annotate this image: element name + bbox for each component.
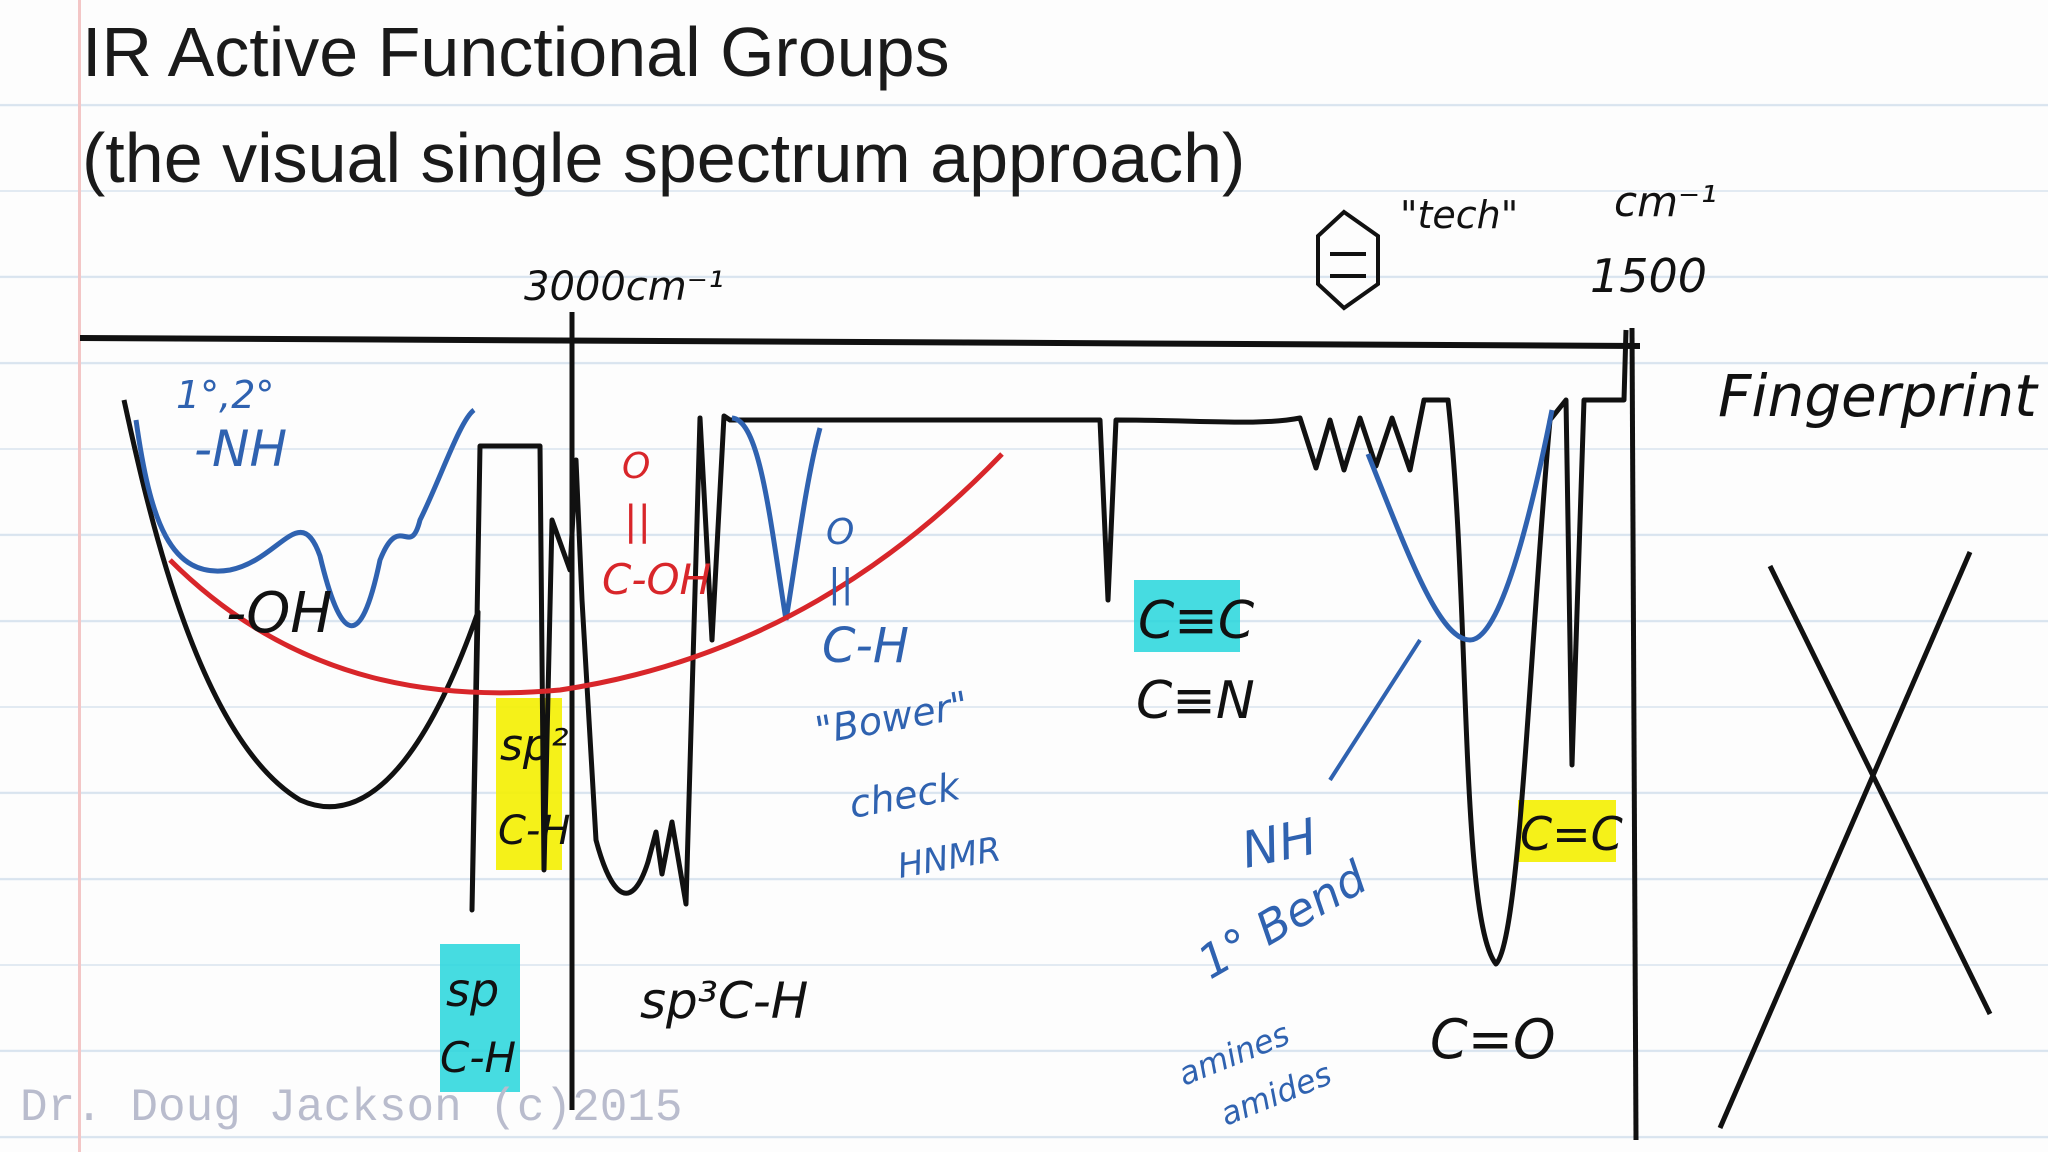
label-carbonyl: C=O bbox=[1430, 1008, 1555, 1071]
nh-bend-pointer bbox=[1328, 638, 1422, 782]
spectrum-baseline bbox=[79, 335, 1641, 349]
divider-1500 bbox=[1629, 327, 1639, 1141]
label-nh-bend-1: NH bbox=[1236, 807, 1321, 879]
fingerprint-x-stroke-2 bbox=[1717, 551, 1973, 1129]
label-sp3-ch: sp³C-H bbox=[640, 972, 808, 1030]
spectrum-trace-black bbox=[121, 329, 1629, 967]
label-ald-note-2: check bbox=[846, 764, 965, 827]
sp-highlight bbox=[440, 944, 520, 1092]
nh-bend-trace bbox=[1365, 409, 1555, 643]
label-sp-ch: C-H bbox=[440, 1033, 516, 1082]
label-fingerprint: Fingerprint bbox=[1718, 362, 2039, 430]
sp2-highlight bbox=[496, 698, 562, 870]
label-alkene: C=C bbox=[1520, 807, 1623, 861]
label-sp2-ch: C-H bbox=[498, 808, 570, 854]
label-sp: sp bbox=[446, 963, 499, 1017]
label-ald-bond: || bbox=[828, 561, 854, 606]
label-cm: cm⁻¹ bbox=[1614, 177, 1717, 226]
label-ald-ch: C-H bbox=[822, 618, 909, 674]
label-oh: -OH bbox=[226, 581, 332, 646]
label-nh: -NH bbox=[194, 420, 287, 478]
label-ald-note-1: "Bower" bbox=[812, 683, 972, 753]
page-title: IR Active Functional Groups bbox=[82, 13, 950, 91]
page-subtitle: (the visual single spectrum approach) bbox=[82, 119, 1246, 197]
label-tech: "tech" bbox=[1400, 193, 1518, 237]
margin-line bbox=[78, 0, 81, 1152]
label-ald-o: O bbox=[826, 512, 854, 553]
label-1500: 1500 bbox=[1590, 249, 1707, 303]
label-acid-o: O bbox=[622, 446, 650, 487]
label-acid-bonds: || bbox=[624, 498, 651, 544]
label-ald-note-3: HNMR bbox=[895, 829, 1004, 886]
nh-stretch-trace bbox=[133, 407, 476, 629]
acid-oh-curve bbox=[168, 452, 1004, 696]
label-3000: 3000cm⁻¹ bbox=[524, 264, 724, 310]
copyright-watermark: Dr. Doug Jackson (c)2015 bbox=[20, 1082, 683, 1134]
label-nitrile: C≡N bbox=[1136, 671, 1255, 731]
alkyne-highlight bbox=[1134, 580, 1240, 652]
label-acid-coh: C-OH bbox=[602, 555, 711, 604]
benzene-icon bbox=[1316, 209, 1380, 311]
fingerprint-x-stroke-1 bbox=[1767, 564, 1993, 1016]
alkene-highlight bbox=[1518, 800, 1616, 862]
label-nh-degree: 1°,2° bbox=[176, 373, 274, 417]
label-sp2: sp² bbox=[500, 720, 569, 771]
aldehyde-trace bbox=[731, 415, 823, 621]
label-alkyne: C≡C bbox=[1138, 591, 1255, 651]
